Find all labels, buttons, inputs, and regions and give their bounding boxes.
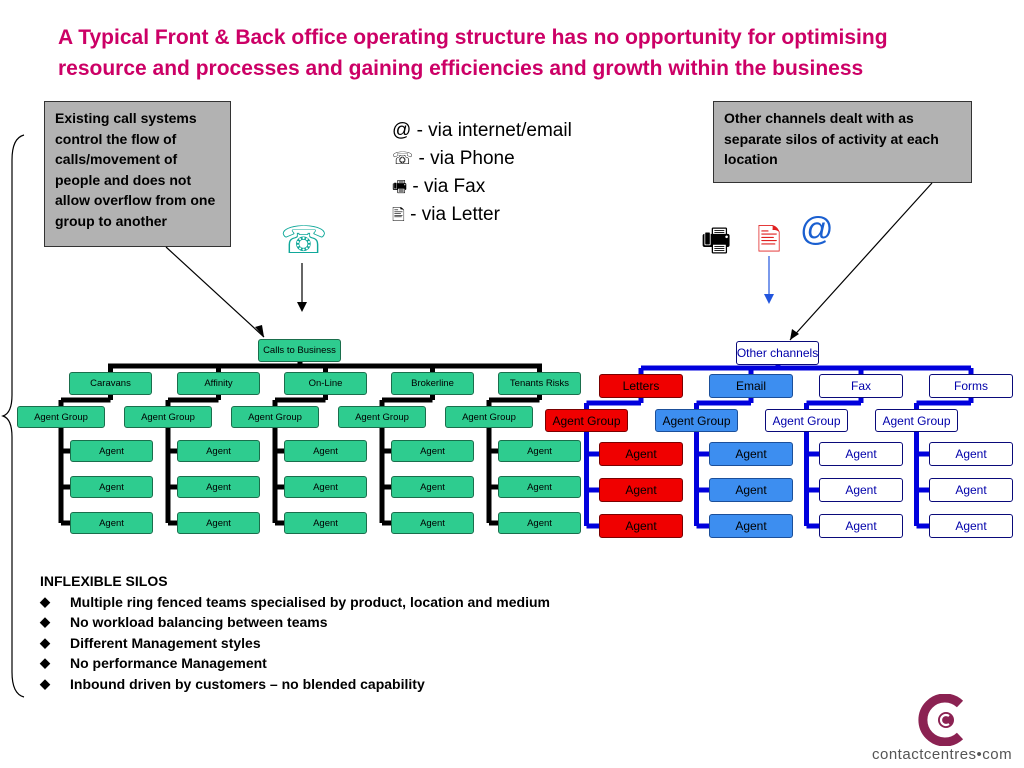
agent-box: Agent xyxy=(177,440,260,462)
list-item-text: Inbound driven by customers – no blended… xyxy=(70,675,425,692)
diamond-bullet-icon: ◆ xyxy=(40,634,50,650)
agent-box: Agent xyxy=(599,442,683,466)
agent-box: Agent xyxy=(819,478,903,502)
product-box: Brokerline xyxy=(391,372,474,395)
agent-box: Agent xyxy=(177,512,260,534)
phone-icon: ☏ xyxy=(280,218,328,262)
agent-box: Agent xyxy=(70,512,153,534)
agent-box: Agent xyxy=(819,442,903,466)
callout-call-systems: Existing call systems control the flow o… xyxy=(44,101,231,247)
inflexible-silos-list: INFLEXIBLE SILOS ◆ Multiple ring fenced t… xyxy=(40,571,550,694)
root-other-channels: Other channels xyxy=(736,341,819,365)
legend-phone: ☏ - via Phone xyxy=(392,147,515,169)
list-item-text: No workload balancing between teams xyxy=(70,614,328,630)
channel-box: Email xyxy=(709,374,793,398)
page-title: A Typical Front & Back office operating … xyxy=(58,26,888,80)
agent-box: Agent xyxy=(709,478,793,502)
phone-icon: ☏ xyxy=(392,148,414,169)
channel-box: Forms xyxy=(929,374,1013,398)
legend-letter: 🖹 - via Letter xyxy=(392,203,500,225)
product-box: Caravans xyxy=(69,372,152,395)
logo-text: contactcentres•com xyxy=(872,746,1013,763)
list-item: ◆ No performance Management xyxy=(40,653,550,674)
legend-fax: 🖷 - via Fax xyxy=(392,176,486,197)
agent-box: Agent xyxy=(498,476,581,498)
agent-box: Agent xyxy=(391,512,474,534)
agent-group-box: Agent Group xyxy=(231,406,319,428)
list-item: ◆ Different Management styles xyxy=(40,633,550,654)
agent-box: Agent xyxy=(391,476,474,498)
agent-group-box: Agent Group xyxy=(338,406,426,428)
agent-group-box: Agent Group xyxy=(545,409,628,432)
at-icon: @ xyxy=(800,210,834,247)
agent-box: Agent xyxy=(284,476,367,498)
agent-box: Agent xyxy=(391,440,474,462)
agent-box: Agent xyxy=(70,440,153,462)
agent-box: Agent xyxy=(819,514,903,538)
list-item: ◆ No workload balancing between teams xyxy=(40,612,550,633)
at-icon: @ xyxy=(392,120,412,141)
agent-box: Agent xyxy=(498,440,581,462)
list-item-text: Multiple ring fenced teams specialised b… xyxy=(70,593,550,610)
list-item: ◆ Multiple ring fenced teams specialised … xyxy=(40,592,550,613)
agent-box: Agent xyxy=(599,478,683,502)
agent-group-box: Agent Group xyxy=(17,406,105,428)
callout-other-channels: Other channels dealt with as separate si… xyxy=(713,101,972,183)
agent-box: Agent xyxy=(709,442,793,466)
agent-group-box: Agent Group xyxy=(124,406,212,428)
diamond-bullet-icon: ◆ xyxy=(40,655,50,670)
agent-group-box: Agent Group xyxy=(655,409,738,432)
diamond-bullet-icon: ◆ xyxy=(40,593,50,609)
logo-icon xyxy=(918,694,964,746)
agent-box: Agent xyxy=(70,476,153,498)
agent-group-box: Agent Group xyxy=(445,406,533,428)
agent-box: Agent xyxy=(709,514,793,538)
agent-box: Agent xyxy=(599,514,683,538)
product-box: Affinity xyxy=(177,372,260,395)
agent-box: Agent xyxy=(929,514,1013,538)
agent-box: Agent xyxy=(284,512,367,534)
agent-group-box: Agent Group xyxy=(875,409,958,432)
product-box: Tenants Risks xyxy=(498,372,581,395)
agent-box: Agent xyxy=(929,478,1013,502)
agent-box: Agent xyxy=(929,442,1013,466)
channel-box: Fax xyxy=(819,374,903,398)
list-item-text: No performance Management xyxy=(70,655,267,671)
diamond-bullet-icon: ◆ xyxy=(40,675,50,691)
channel-box: Letters xyxy=(599,374,683,398)
list-item-text: Different Management styles xyxy=(70,634,261,651)
letter-icon: 🖹 xyxy=(392,204,405,224)
letter-icon: 🖹 xyxy=(757,223,782,258)
root-calls-to-business: Calls to Business xyxy=(258,339,341,362)
list-heading: INFLEXIBLE SILOS xyxy=(40,573,168,589)
product-box: On-Line xyxy=(284,372,367,395)
fax-icon: 🖷 xyxy=(701,221,732,259)
agent-box: Agent xyxy=(177,476,260,498)
agent-box: Agent xyxy=(284,440,367,462)
agent-box: Agent xyxy=(498,512,581,534)
list-item: ◆ Inbound driven by customers – no blende… xyxy=(40,674,550,695)
agent-group-box: Agent Group xyxy=(765,409,848,432)
fax-icon: 🖷 xyxy=(392,177,408,196)
channel-legend: @ - via internet/email ☏ - via Phone 🖷 -… xyxy=(392,117,572,228)
diamond-bullet-icon: ◆ xyxy=(40,614,50,629)
legend-email: @ - via internet/email xyxy=(392,120,572,141)
